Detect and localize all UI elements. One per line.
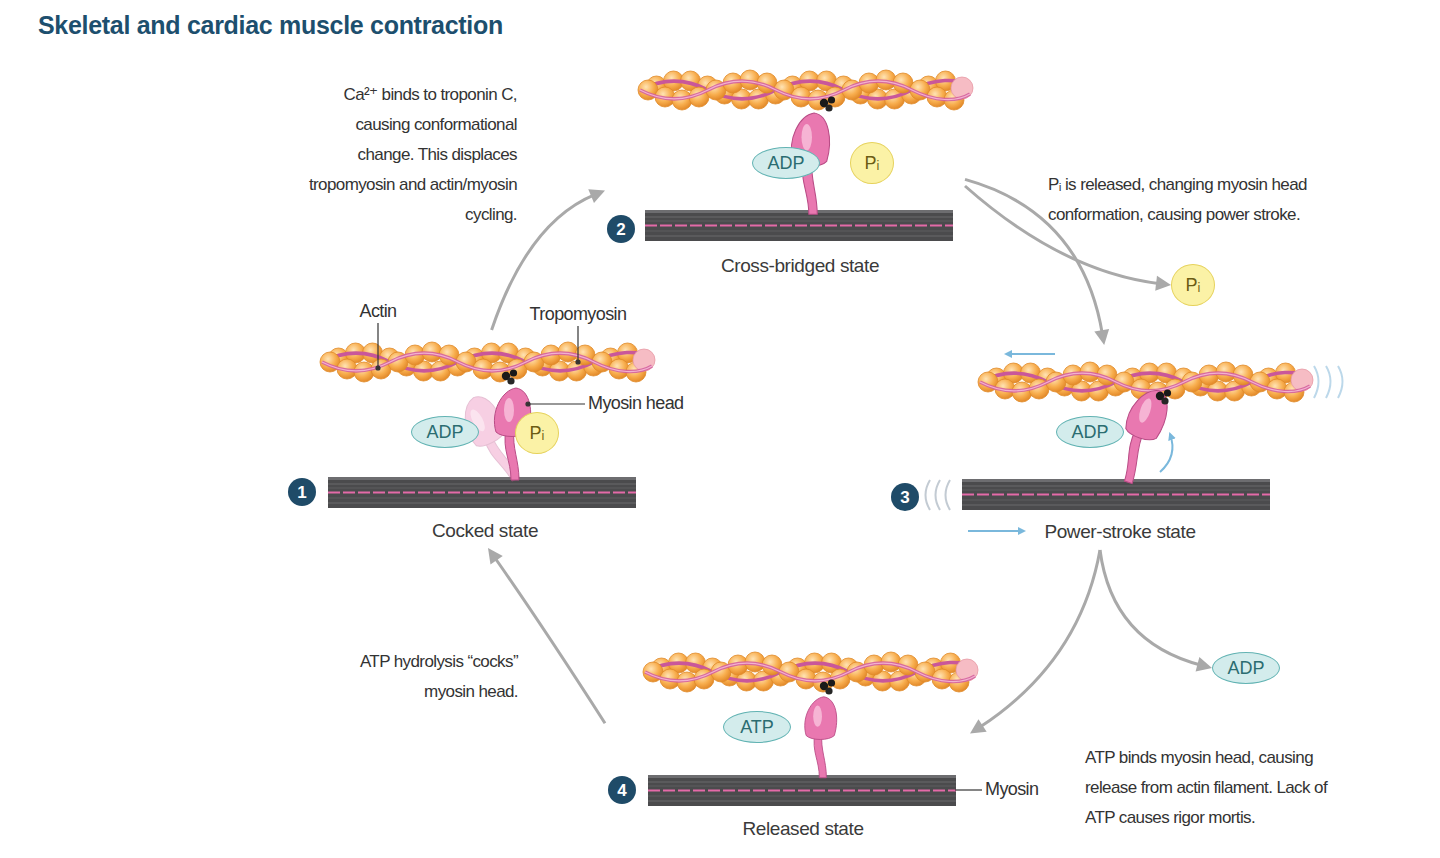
leader-lines <box>377 323 378 368</box>
motion-lines <box>936 480 941 510</box>
state-caption: Cross-bridged state <box>650 255 950 277</box>
motion-lines <box>1314 366 1319 398</box>
molecule-name: ADP <box>1071 423 1108 441</box>
molecule-name: ADP <box>1227 659 1264 677</box>
arrow-head <box>1094 329 1109 345</box>
arrow-head <box>970 719 987 733</box>
power-stroke-state-art <box>926 354 1343 531</box>
thick-filament <box>648 775 956 806</box>
phosphate-circle: Pᵢ <box>1171 264 1215 306</box>
released-state-art <box>643 652 978 806</box>
nucleotide-oval: ADP <box>1056 416 1124 448</box>
nucleotide-oval: ATP <box>723 711 791 743</box>
step-badge: 1 <box>288 478 316 506</box>
state-caption: Cocked state <box>335 520 635 542</box>
molecule-name: ATP <box>740 718 774 736</box>
leader-lines <box>376 323 982 790</box>
step-number: 3 <box>900 489 909 506</box>
step-number: 2 <box>616 221 625 238</box>
part-label: Myosin head <box>588 392 718 414</box>
nucleotide-oval: ADP <box>1212 652 1280 684</box>
annotation-note: ATP binds myosin head, causing release f… <box>1085 743 1353 833</box>
diagram-title: Skeletal and cardiac muscle contraction <box>38 11 503 40</box>
cycle-arrow <box>965 179 1109 345</box>
part-label: Myosin <box>985 778 1075 800</box>
step-number: 4 <box>617 782 626 799</box>
motion-arrow <box>1006 353 1055 355</box>
state-panel: Power-stroke state 3 ADP <box>890 345 1310 550</box>
motion-lines <box>926 480 951 510</box>
arrow-head <box>488 548 503 565</box>
annotation-note: Ca²⁺ binds to troponin C, causing confor… <box>305 80 517 230</box>
troponin-dots <box>502 369 517 384</box>
molecule-name: Pᵢ <box>865 154 880 172</box>
step-number: 1 <box>297 484 306 501</box>
molecule-name: Pᵢ <box>1186 276 1201 294</box>
state-panel: Cocked state 1 ADP Pᵢ <box>290 330 650 548</box>
state-caption: Released state <box>653 818 953 840</box>
cycle-arrow <box>1100 550 1212 671</box>
actin-filament <box>643 652 978 692</box>
molecule-name: ADP <box>767 154 804 172</box>
cycle-arrow-line <box>965 179 1102 334</box>
cycle-arrow-line <box>965 186 1160 284</box>
arrow-head <box>1155 276 1171 291</box>
leader-lines <box>955 789 982 790</box>
step-badge: 4 <box>608 776 636 804</box>
part-label: Tropomyosin <box>518 303 638 325</box>
leader-lines <box>576 360 580 364</box>
thick-filament <box>328 477 636 508</box>
leader-lines <box>526 402 530 406</box>
troponin-dots <box>820 96 835 111</box>
cycle-arrow <box>970 550 1100 734</box>
motion-lines <box>946 480 951 510</box>
cycle-arrow <box>965 186 1171 291</box>
thick-filament <box>645 210 953 241</box>
part-label: Actin <box>338 300 418 322</box>
annotation-note: ATP hydrolysis “cocks” myosin head. <box>318 647 518 707</box>
troponin-dots <box>820 679 835 694</box>
troponin-dots <box>1156 389 1171 404</box>
cycle-arrow-line <box>1100 550 1201 665</box>
actin-filament <box>320 342 655 382</box>
leader-lines <box>577 326 578 362</box>
state-panel: Cross-bridged state 2 ADP Pᵢ <box>605 65 965 285</box>
step-badge: 2 <box>607 215 635 243</box>
arrow-head <box>1196 657 1212 672</box>
cocked-state-art <box>320 342 655 508</box>
myosin-head <box>805 697 837 778</box>
molecule-name: ADP <box>426 423 463 441</box>
motion-lines <box>1314 366 1343 398</box>
leader-lines <box>376 366 380 370</box>
motion-lines <box>1338 366 1343 398</box>
cycle-arrow-line <box>979 550 1100 728</box>
actin-filament <box>638 70 973 110</box>
cross-bridged-state-art <box>638 70 973 241</box>
phosphate-circle: Pᵢ <box>850 142 894 184</box>
rotation-arrow <box>1160 434 1172 472</box>
phosphate-circle: Pᵢ <box>515 412 559 454</box>
state-caption: Power-stroke state <box>970 521 1270 543</box>
nucleotide-oval: ADP <box>411 416 479 448</box>
state-panel: Released state 4 ATP <box>605 640 970 848</box>
motion-arrow <box>968 530 1024 532</box>
annotation-note: Pᵢ is released, changing myosin head con… <box>1048 170 1363 230</box>
arrow-head <box>588 189 605 203</box>
thick-filament <box>962 479 1270 510</box>
nucleotide-oval: ADP <box>752 147 820 179</box>
molecule-name: Pᵢ <box>530 424 545 442</box>
step-badge: 3 <box>891 483 919 511</box>
leader-lines <box>528 403 585 404</box>
motion-lines <box>1326 366 1331 398</box>
motion-lines <box>926 480 931 510</box>
